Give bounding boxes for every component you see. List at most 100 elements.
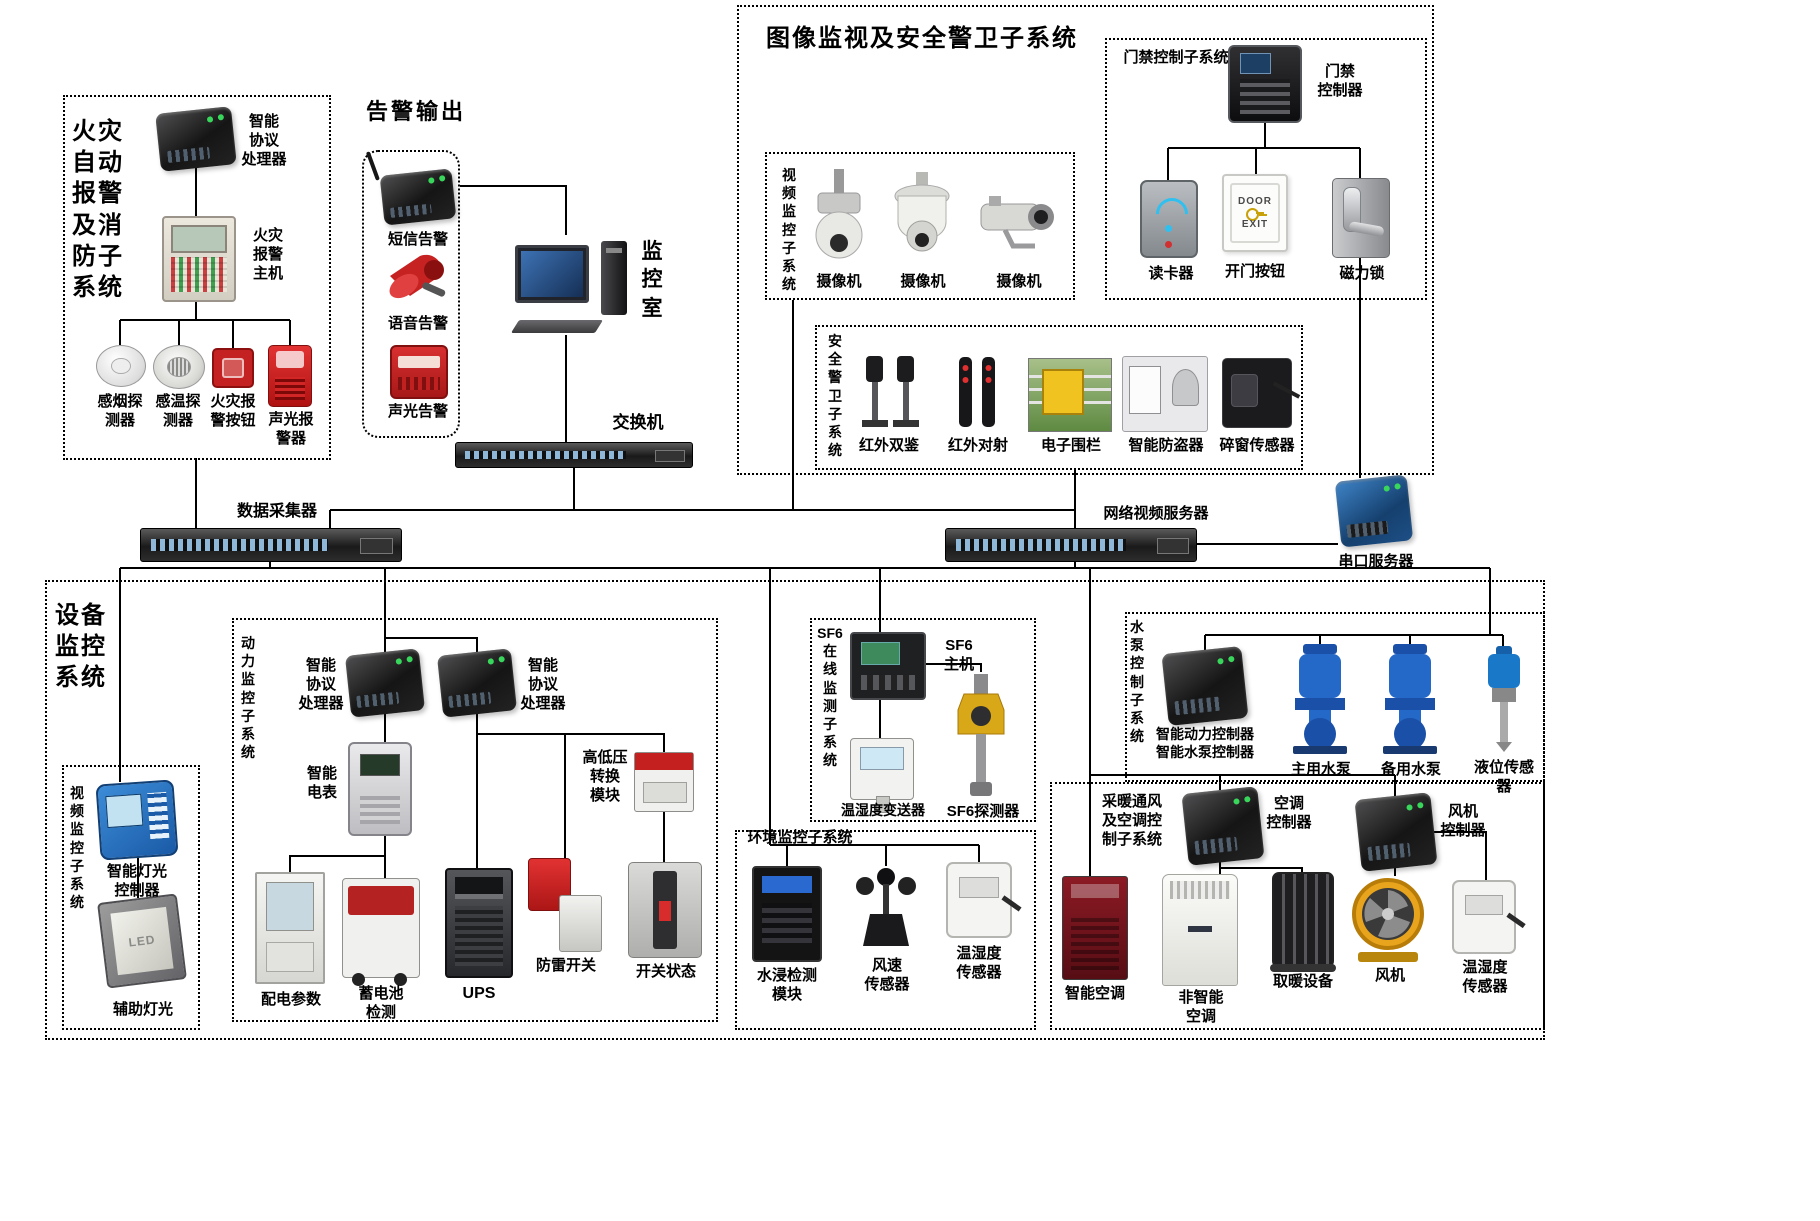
surge-switch-device	[528, 858, 602, 952]
env-temp-sensor-device	[946, 862, 1012, 938]
power-processor-1-device	[344, 648, 426, 718]
hv-module-device	[634, 752, 694, 812]
sf6-host-device	[850, 632, 926, 700]
hvac-temp-sensor-device	[1452, 880, 1516, 954]
sf6-transmitter-label: 温湿度变送器	[841, 802, 925, 818]
equipment-system-title: 设备 监控 系统	[55, 602, 107, 692]
fan-device	[1348, 876, 1428, 964]
battery-label: 蓄电池 检测	[358, 985, 404, 1022]
pump-controller-device	[1161, 646, 1249, 726]
main-pump-label: 主用水泵	[1290, 761, 1351, 778]
smart-ac-label: 智能空调	[1064, 985, 1125, 1002]
fan-controller-label: 风机 控制器	[1440, 803, 1486, 840]
ups-label: UPS	[462, 985, 496, 1002]
hvac-title: 采暖通风 及空调控 制子系统	[1101, 793, 1162, 849]
video-surveillance-box	[765, 152, 1075, 300]
magnetic-lock-device	[1332, 178, 1390, 258]
wind-sensor-label: 风速 传感器	[864, 957, 910, 994]
serial-server-label: 串口服务器	[1338, 553, 1414, 570]
ac-controller-device	[1181, 786, 1265, 866]
sf6-detector-device	[950, 672, 1012, 798]
access-controller-device	[1228, 45, 1302, 123]
core-switch-device	[455, 442, 693, 468]
smoke-detector-label: 感烟探 测器	[97, 393, 143, 430]
env-box	[735, 830, 1036, 1030]
aux-light-label: 辅助灯光	[112, 1001, 173, 1018]
main-pump-device	[1285, 642, 1355, 756]
fire-alarm-button-label: 火灾报 警按钮	[210, 393, 256, 430]
fire-sounder-device	[268, 345, 312, 407]
pc-tower	[601, 241, 627, 315]
smart-meter-device	[348, 742, 412, 836]
exit-text: EXIT	[1241, 219, 1269, 230]
glass-break-label: 碎窗传感器	[1219, 437, 1295, 454]
door-button-device: DOOR EXIT	[1222, 174, 1288, 252]
camera-2-label: 摄像机	[900, 273, 946, 290]
heat-detector-device	[153, 345, 205, 389]
sms-alarm-device	[365, 151, 457, 226]
eq-video-title: 视 频 监 控 子 系 统	[70, 785, 84, 911]
magnetic-lock-label: 磁力锁	[1339, 265, 1385, 282]
fire-alarm-host-device	[162, 216, 236, 302]
power-monitor-box	[232, 618, 718, 1022]
ir-beam-label: 红外对射	[947, 437, 1008, 454]
switch-status-label: 开关状态	[635, 963, 696, 980]
access-control-box	[1105, 38, 1427, 300]
voice-alarm-device	[384, 246, 450, 310]
data-collector-device	[140, 528, 402, 562]
fire-alarm-host-label: 火灾 报警 主机	[252, 227, 283, 283]
glass-break-device	[1222, 358, 1292, 428]
door-text: DOOR	[1238, 196, 1272, 207]
env-temp-sensor-label: 温湿度 传感器	[956, 945, 1002, 982]
security-guard-title: 安 全 警 卫 子 系 统	[828, 333, 842, 459]
env-title: 环境监控子系统	[747, 829, 853, 846]
light-controller-device	[95, 779, 179, 861]
heater-device	[1269, 872, 1337, 972]
alarm-output-box	[362, 150, 460, 438]
fire-protocol-processor-device	[155, 106, 237, 172]
card-reader-label: 读卡器	[1148, 265, 1194, 282]
security-system-title: 图像监视及安全警卫子系统	[766, 25, 1078, 52]
fan-controller-device	[1354, 792, 1438, 872]
pump-controller-label: 智能动力控制器 智能水泵控制器	[1156, 726, 1254, 760]
security-system-box	[737, 5, 1434, 475]
access-controller-label: 门禁 控制器	[1317, 63, 1363, 100]
fire-protocol-processor-label: 智能 协议 处理器	[241, 113, 287, 169]
distribution-cabinet-device	[255, 872, 325, 984]
sf6-title: SF6 在 线 监 测 子 系 统	[817, 625, 843, 769]
camera-3-label: 摄像机	[996, 273, 1042, 290]
monitor-room-pc	[510, 235, 627, 335]
sound-light-output-device	[390, 345, 448, 399]
card-reader-device	[1140, 180, 1198, 258]
hvac-box	[1050, 782, 1545, 1030]
pc-monitor	[515, 245, 589, 303]
video-surveillance-title: 视 频 监 控 子 系 统	[782, 167, 796, 293]
security-guard-box	[815, 325, 1303, 470]
sf6-host-label: SF6 主机	[943, 637, 974, 674]
power-processor-2-label: 智能 协议 处理器	[520, 657, 566, 713]
voice-alarm-label: 语音告警	[387, 315, 448, 332]
sound-light-output-label: 声光告警	[387, 403, 448, 420]
camera-1-device	[808, 168, 870, 268]
pump-box	[1125, 612, 1545, 782]
hvac-temp-sensor-label: 温湿度 传感器	[1462, 959, 1508, 996]
monitor-room-label: 监 控 室	[641, 240, 663, 320]
video-server-device	[945, 528, 1197, 562]
fire-system-title: 火灾 自动 报警 及消 防子 系统	[72, 118, 124, 301]
video-server-label: 网络视频服务器	[1103, 505, 1209, 522]
serial-server-device	[1334, 474, 1414, 548]
camera-3-device	[975, 188, 1061, 260]
power-processor-2-device	[436, 648, 518, 718]
alarm-output-title: 告警输出	[366, 99, 467, 124]
fire-alarm-button-device	[212, 348, 254, 388]
sms-alarm-label: 短信告警	[387, 231, 448, 248]
hv-module-label: 高低压 转换 模块	[582, 749, 628, 805]
heat-detector-label: 感温探 测器	[155, 393, 201, 430]
smart-ac-device	[1062, 876, 1128, 980]
water-detect-device	[752, 866, 822, 962]
backup-pump-device	[1375, 642, 1445, 756]
sf6-detector-label: SF6探测器	[946, 803, 1020, 820]
heater-label: 取暖设备	[1272, 973, 1333, 990]
battery-tester-device	[342, 878, 420, 986]
